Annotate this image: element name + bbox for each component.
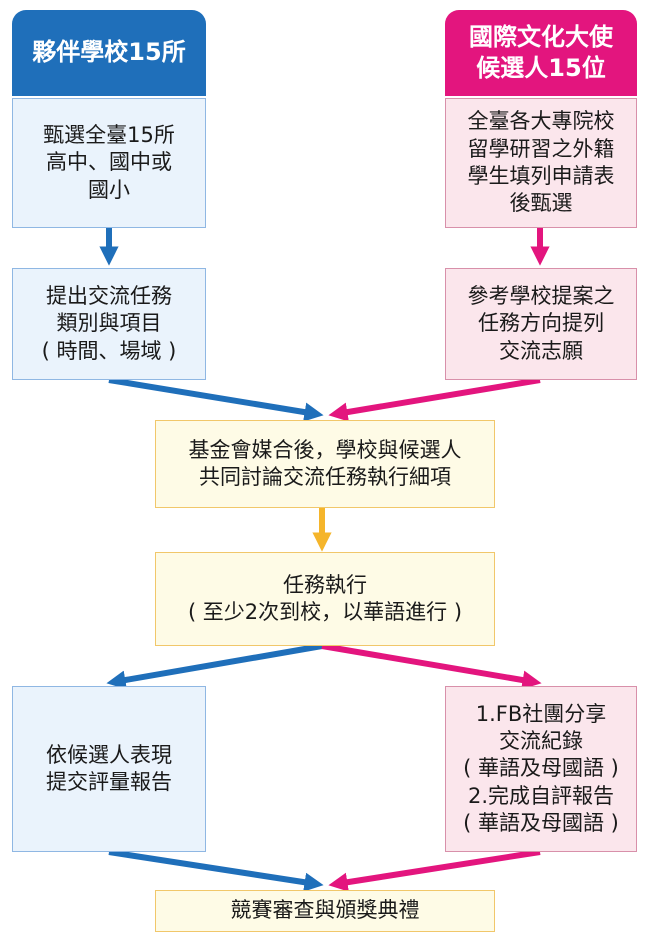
award-ceremony-box: 競賽審查與頒獎典禮 xyxy=(155,890,495,932)
arrow-left-to-match xyxy=(108,377,324,422)
arrow-left-to-final xyxy=(108,849,324,892)
school-report-box: 依候選人表現 提交評量報告 xyxy=(12,686,206,852)
arrow-right-to-match xyxy=(328,377,541,422)
propose-tasks-box: 提出交流任務 類別與項目 ( 時間、場域 ) xyxy=(12,268,206,380)
arrow-execute-to-left xyxy=(106,643,323,690)
partner-schools-selection: 甄選全臺15所 高中、國中或 國小 xyxy=(12,98,206,228)
matching-discussion-box: 基金會媒合後，學校與候選人 共同討論交流任務執行細項 xyxy=(155,420,495,508)
arrow-execute-to-right xyxy=(321,643,542,690)
partner-schools-header: 夥伴學校15所 xyxy=(12,10,206,96)
candidate-report-box: 1.FB社團分享 交流紀錄 ( 華語及母國語 ) 2.完成自評報告 ( 華語及母… xyxy=(445,686,637,852)
arrow-right-to-final xyxy=(328,849,541,892)
candidate-wishes-box: 參考學校提案之 任務方向提列 交流志願 xyxy=(445,268,637,380)
ambassador-candidates-header: 國際文化大使 候選人15位 xyxy=(445,10,637,96)
task-execution-box: 任務執行 ( 至少2次到校，以華語進行 ) xyxy=(155,552,495,646)
candidate-selection-box: 全臺各大專院校 留學研習之外籍 學生填列申請表 後甄選 xyxy=(445,98,637,228)
